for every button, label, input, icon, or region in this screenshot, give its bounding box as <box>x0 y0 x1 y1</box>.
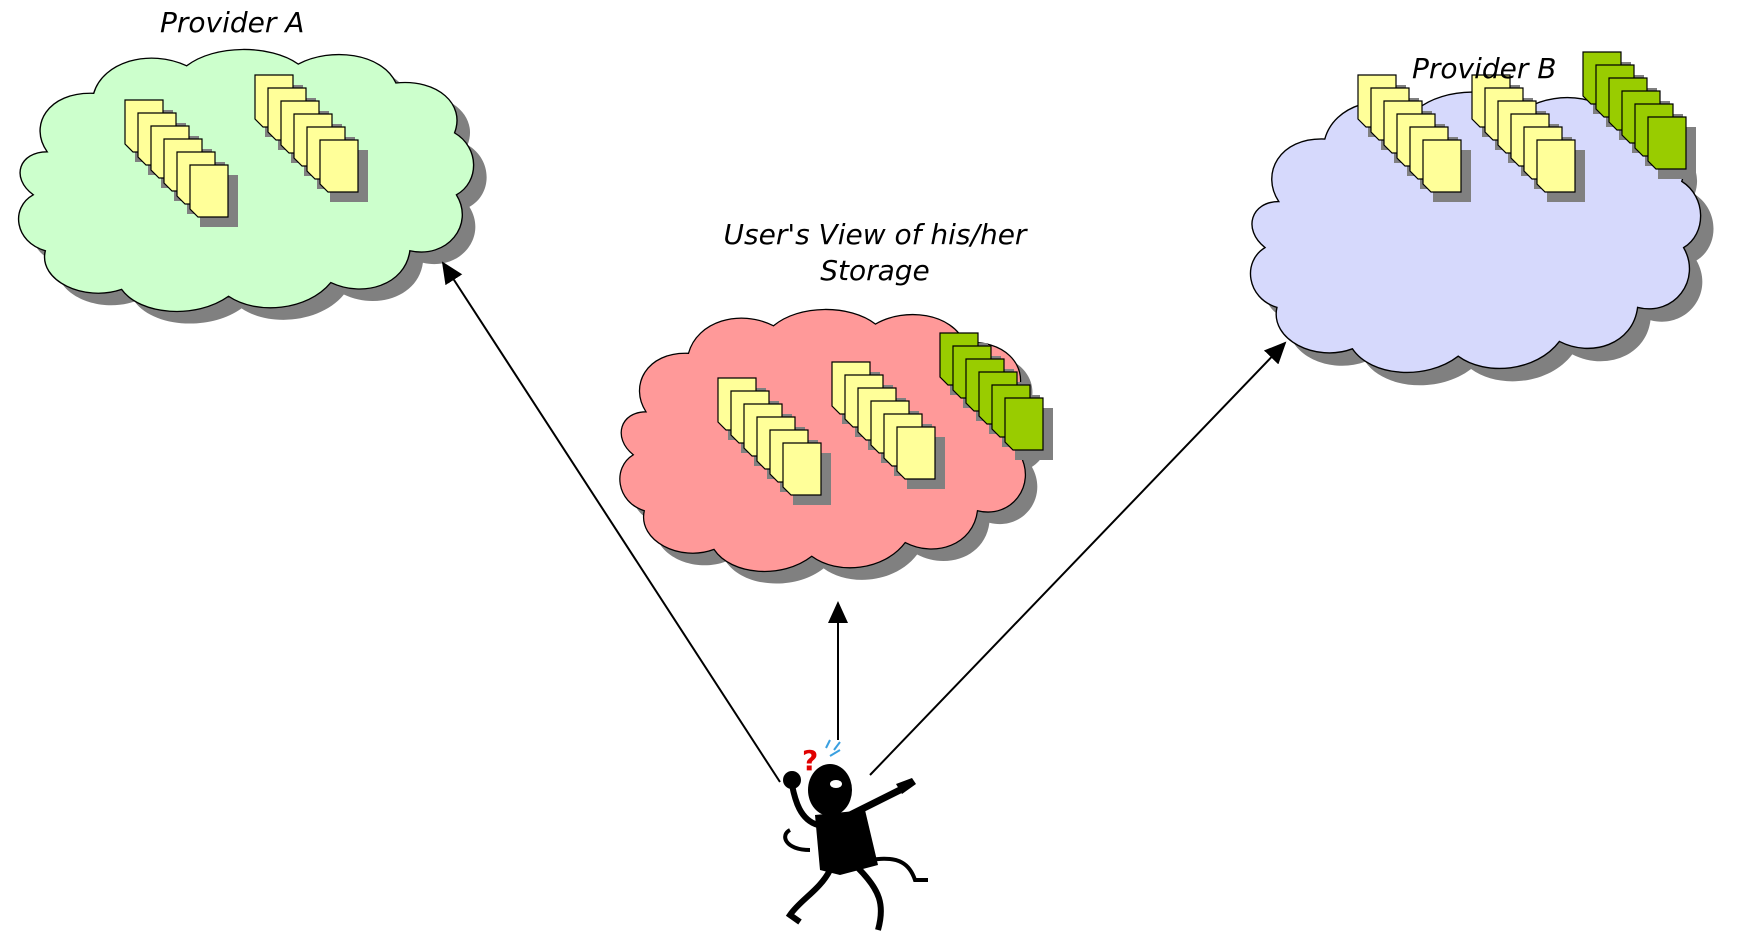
provider-a-file-stack-2 <box>254 74 368 202</box>
arrows <box>441 261 1287 783</box>
user-view-file-stack-1 <box>717 377 831 505</box>
question-mark-icon: ? <box>802 744 818 777</box>
provider-b-file-stack-1 <box>1357 74 1471 202</box>
provider-a-cloud <box>17 48 487 324</box>
file-icon <box>1647 116 1687 170</box>
user-view-label-line2: Storage <box>820 254 930 287</box>
provider-a-file-stack-1 <box>124 99 238 227</box>
provider-b-label: Provider B <box>1412 52 1557 85</box>
user-view-file-stack-3 <box>939 332 1053 460</box>
arrow-to-provider-a <box>441 261 781 783</box>
file-icon <box>1536 139 1576 193</box>
file-icon <box>1004 397 1044 451</box>
file-stacks <box>124 51 1696 505</box>
file-icon <box>1422 139 1462 193</box>
provider-b-file-stack-3 <box>1582 51 1696 179</box>
user-view-label-line1: User's View of his/her <box>724 218 1028 251</box>
provider-a-label: Provider A <box>160 6 304 39</box>
file-icon <box>782 442 822 496</box>
file-icon <box>189 164 229 218</box>
confused-person-icon: ? <box>783 739 928 931</box>
arrow-to-provider-b <box>869 341 1287 776</box>
file-icon <box>896 426 936 480</box>
user-view-file-stack-2 <box>831 361 945 489</box>
file-icon <box>319 139 359 193</box>
provider-b-file-stack-2 <box>1471 74 1585 202</box>
